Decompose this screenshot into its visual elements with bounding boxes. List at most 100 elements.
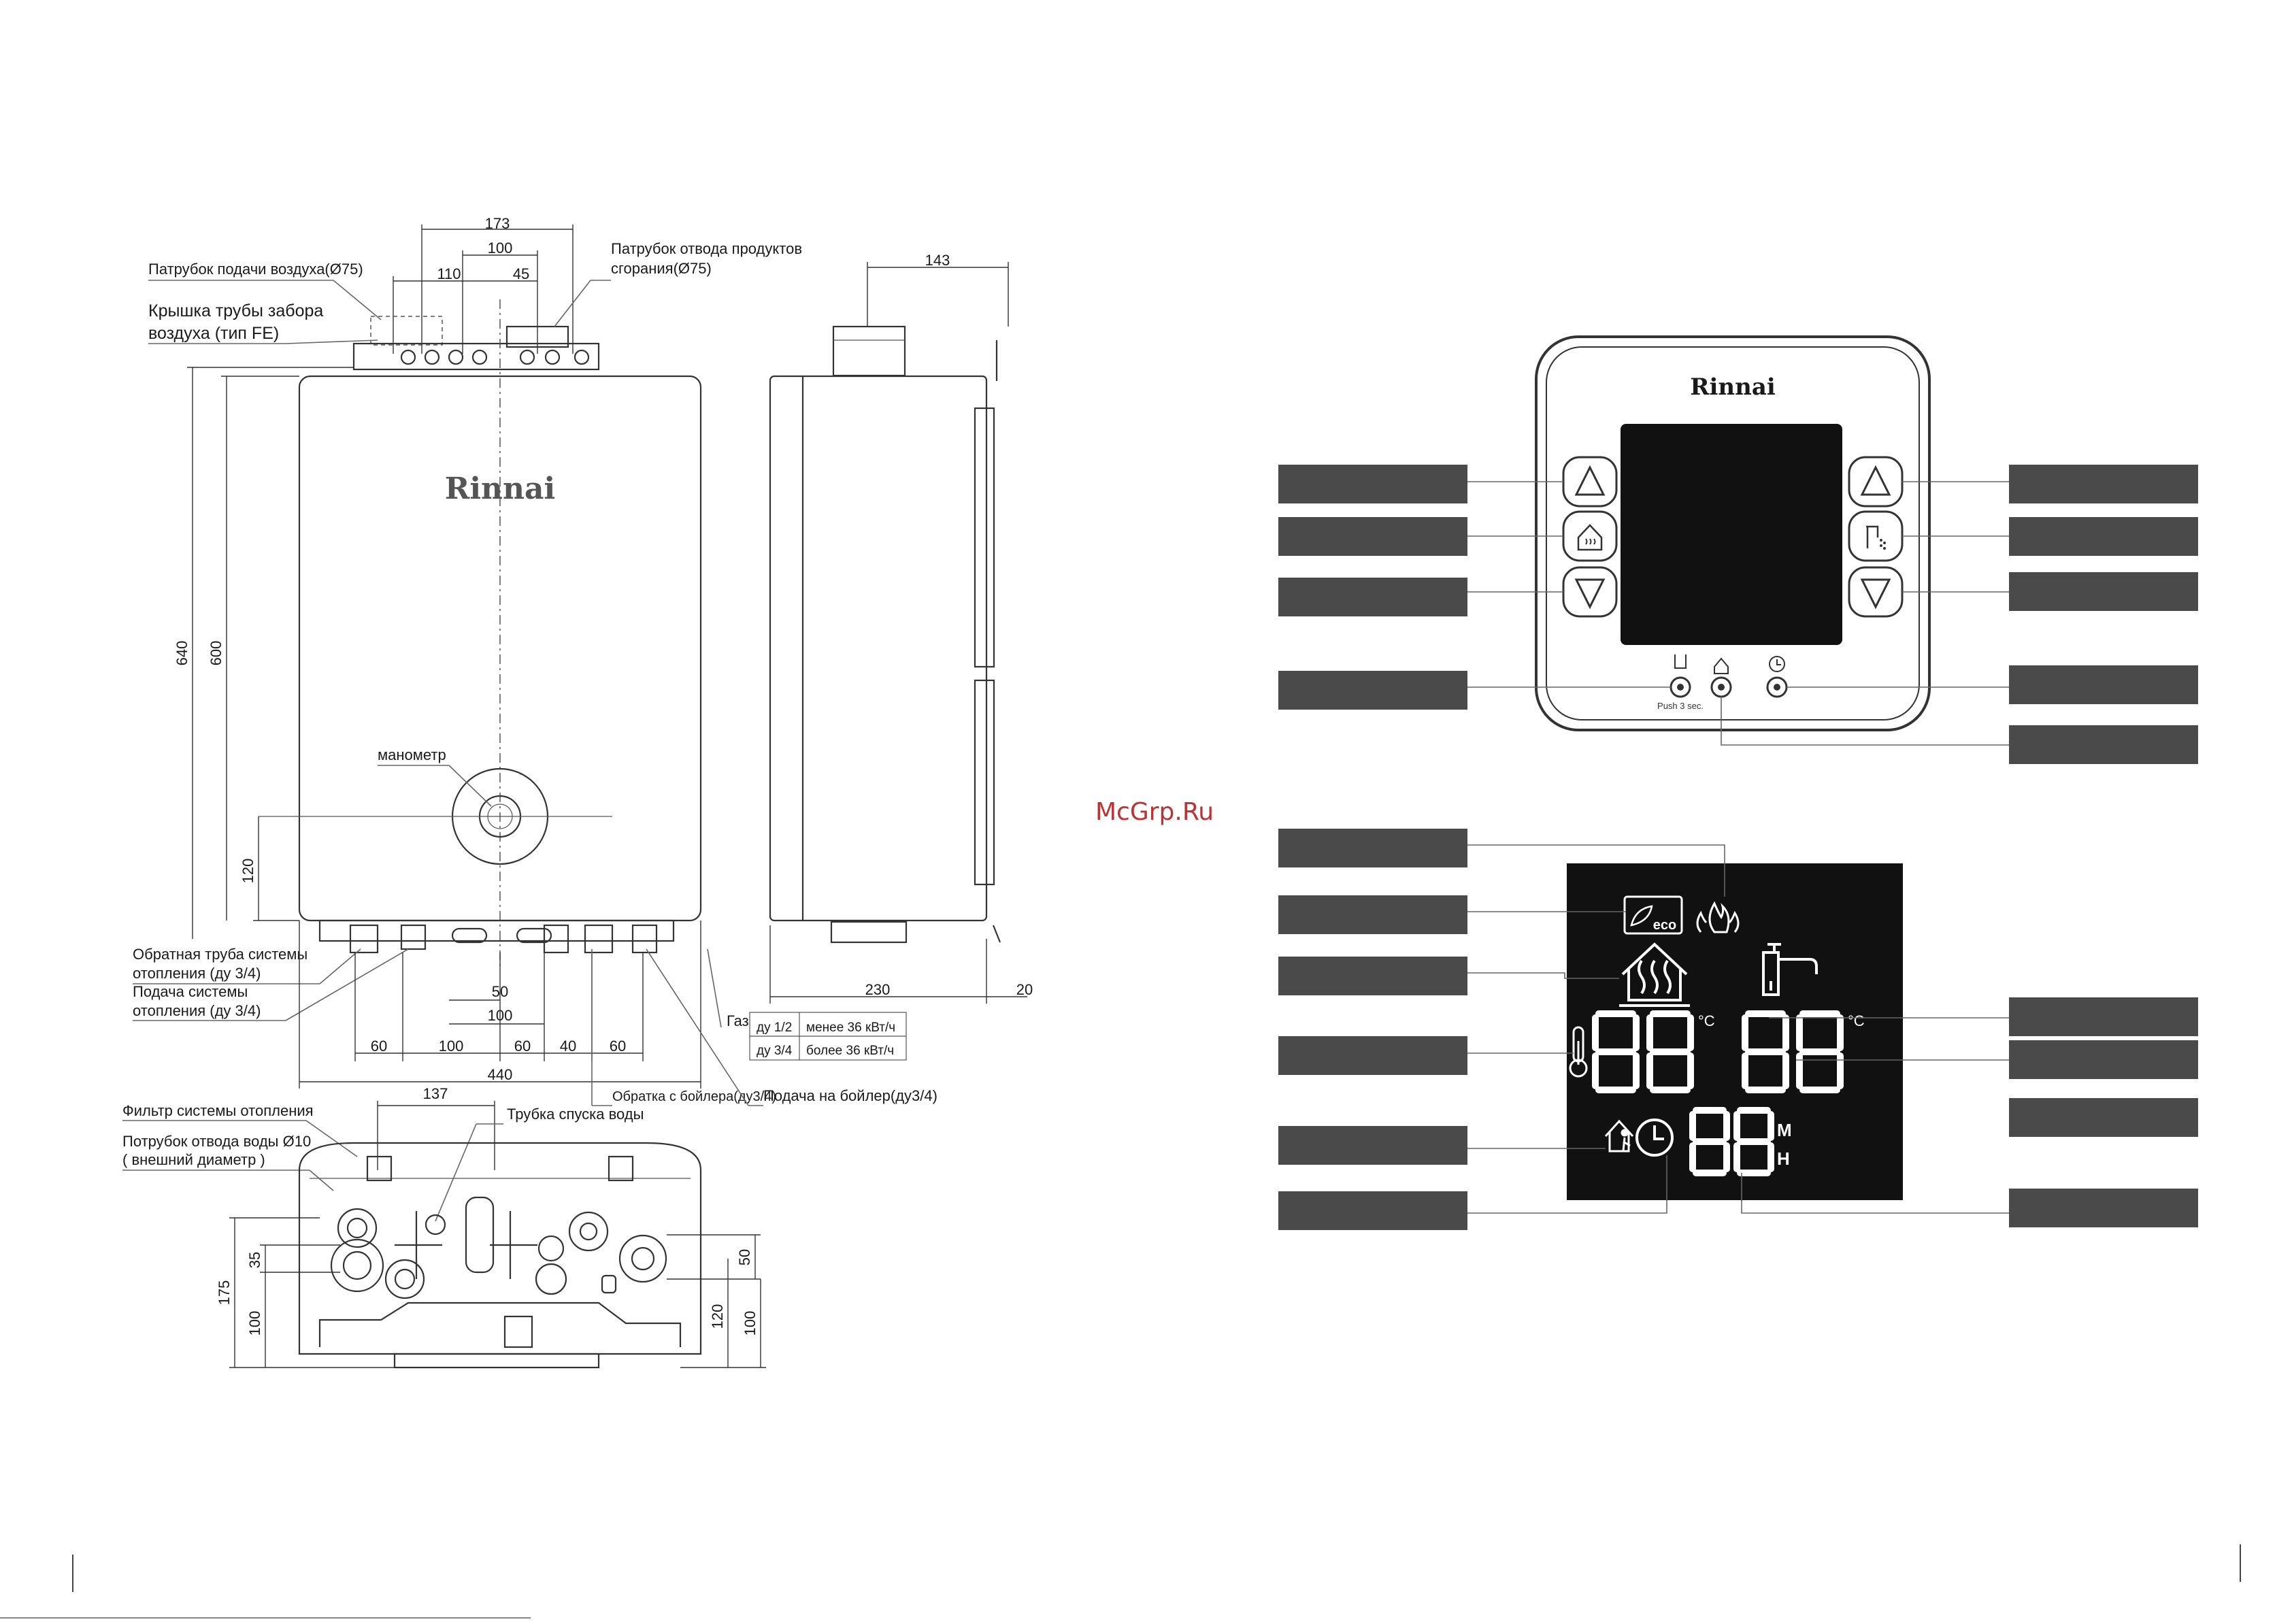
gas-row-1-size: ду 1/2 <box>757 1021 792 1035</box>
label-supply-1: Подача системы <box>133 983 248 1000</box>
callout-bar <box>1278 829 1467 867</box>
thermometer-icon <box>1569 1026 1588 1078</box>
shower-icon <box>1866 525 1886 550</box>
dim-bottom-60-c: 60 <box>610 1038 626 1055</box>
clock-display-icon <box>1635 1118 1674 1157</box>
away-mode-button[interactable] <box>1710 657 1732 698</box>
push-3-sec-label: Push 3 sec. <box>1657 701 1704 711</box>
dim-45: 45 <box>513 265 529 282</box>
dim-137: 137 <box>423 1085 448 1102</box>
dim-175: 175 <box>216 1280 233 1306</box>
front-view: 173 100 110 45 Патрубок подачи воздуха(Ø… <box>133 215 937 1106</box>
house-heat-icon <box>1577 524 1603 551</box>
callout-bar <box>2009 1189 2198 1227</box>
gas-row-1-power: менее 36 кВт/ч <box>806 1021 895 1035</box>
house-person-icon <box>1714 657 1729 674</box>
label-air-cap-1: Крышка трубы забора <box>148 301 323 320</box>
label-return-2: отопления (ду 3/4) <box>133 965 261 982</box>
dim-110: 110 <box>437 265 461 282</box>
heating-temp-digits <box>1592 1010 1694 1093</box>
dim-100-left: 100 <box>246 1311 263 1336</box>
dhw-mode-button[interactable] <box>1848 510 1904 562</box>
callout-bar <box>2009 665 2198 704</box>
dim-bottom-60-b: 60 <box>514 1038 531 1055</box>
heating-mode-button[interactable] <box>1562 510 1618 562</box>
callout-bar <box>2009 725 2198 764</box>
heating-up-button[interactable] <box>1562 456 1618 508</box>
label-flue-2: сгорания(Ø75) <box>611 260 712 277</box>
eco-label: eco <box>1653 918 1676 933</box>
callout-bar <box>1278 465 1467 503</box>
heating-down-button[interactable] <box>1562 566 1618 618</box>
gas-row-2-size: ду 3/4 <box>757 1044 793 1058</box>
eco-icon: eco <box>1623 895 1683 935</box>
gas-row-2-power: более 36 кВт/ч <box>806 1044 894 1058</box>
dhw-down-button[interactable] <box>1848 566 1904 618</box>
dim-173: 173 <box>485 215 510 232</box>
gas-table: ду 1/2 менее 36 кВт/ч ду 3/4 более 36 кВ… <box>749 1012 907 1061</box>
clock-icon <box>1769 656 1785 672</box>
dim-bottom-100: 100 <box>439 1038 464 1055</box>
dim-143: 143 <box>925 252 950 269</box>
unit-h: H <box>1777 1148 1790 1169</box>
label-drain-1: Потрубок отвода воды Ø10 <box>122 1133 311 1150</box>
dim-100-top: 100 <box>488 239 513 256</box>
brand-front: Rinnai <box>445 471 556 506</box>
bottom-body <box>298 1142 702 1355</box>
heating-unit-c: °C <box>1698 1012 1715 1029</box>
watermark: McGrp.Ru <box>1095 798 1214 826</box>
callout-bar <box>2009 1098 2198 1137</box>
dhw-up-button[interactable] <box>1848 456 1904 508</box>
dim-bottom-60-a: 60 <box>371 1038 387 1055</box>
dim-640: 640 <box>173 641 190 666</box>
callout-bar <box>1278 1036 1467 1075</box>
label-supply-2: отопления (ду 3/4) <box>133 1002 261 1019</box>
dim-600: 600 <box>207 641 225 666</box>
label-return-1: Обратная труба системы <box>133 946 308 963</box>
label-drain-2: ( внешний диаметр ) <box>122 1151 265 1168</box>
dim-440: 440 <box>488 1066 513 1083</box>
dim-50-right: 50 <box>736 1249 753 1265</box>
air-cap-outline <box>370 316 443 346</box>
bottom-view: Фильтр системы отопления Потрубок отвода… <box>122 1085 766 1369</box>
callout-bar <box>2009 1040 2198 1079</box>
controller-screen <box>1621 424 1842 645</box>
dim-100-right: 100 <box>742 1311 759 1336</box>
away-icon <box>1604 1119 1634 1153</box>
gas-label: Газ <box>727 1012 749 1029</box>
dim-bottom-40: 40 <box>560 1038 576 1055</box>
label-manometer: манометр <box>378 746 446 763</box>
dim-230: 230 <box>865 981 891 998</box>
dim-35: 35 <box>246 1252 263 1268</box>
controller-panel: Rinnai <box>1467 335 2009 746</box>
dim-120-right: 120 <box>709 1304 726 1329</box>
controller-brand: Rinnai <box>1690 374 1776 401</box>
callout-bar <box>2009 997 2198 1036</box>
power-reset-button[interactable] <box>1670 654 1691 698</box>
lcd-display: eco 88 °C <box>1567 863 1903 1200</box>
label-filter: Фильтр системы отопления <box>122 1102 314 1119</box>
callout-bar <box>1278 578 1467 616</box>
callout-bar <box>1278 517 1467 556</box>
callout-bar <box>1278 1191 1467 1230</box>
boiler-body-side <box>769 375 988 922</box>
dhw-temp-digits <box>1742 1010 1844 1093</box>
flame-icon <box>1696 901 1740 933</box>
dim-120-left: 120 <box>239 859 256 884</box>
label-boiler-supply: Подача на бойлер(ду3/4) <box>763 1087 937 1104</box>
timer-button[interactable] <box>1766 656 1788 698</box>
dhw-unit-c: °C <box>1848 1012 1865 1029</box>
side-view: 143 230 20 <box>769 252 1033 1004</box>
callout-bar <box>1278 671 1467 710</box>
callout-bar <box>2009 517 2198 556</box>
label-drain-tube: Трубка спуска воды <box>507 1106 644 1123</box>
label-air-inlet: Патрубок подачи воздуха(Ø75) <box>148 261 363 278</box>
hot-water-tap-icon <box>1762 943 1818 996</box>
unit-m: M <box>1777 1120 1792 1140</box>
label-air-cap-2: воздуха (тип FE) <box>148 324 279 343</box>
reset-icon <box>1674 654 1687 669</box>
timer-digits <box>1689 1107 1774 1176</box>
callout-bar <box>1278 1126 1467 1165</box>
